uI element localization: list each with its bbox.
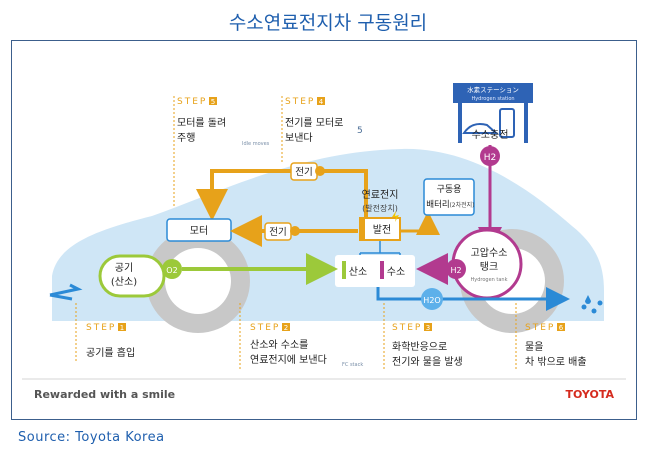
- svg-text:모터를 돌려: 모터를 돌려: [177, 117, 226, 129]
- toyota-logo: TOYOTA: [565, 388, 614, 401]
- svg-text:STEP: STEP: [86, 323, 116, 333]
- water-drops: [581, 295, 603, 314]
- svg-text:구동용: 구동용: [437, 184, 462, 195]
- svg-text:고압수소: 고압수소: [471, 246, 508, 259]
- h2-station-badge: [480, 146, 500, 166]
- svg-text:1: 1: [120, 324, 124, 332]
- svg-text:차 밖으로 배출: 차 밖으로 배출: [525, 356, 587, 368]
- svg-text:3: 3: [426, 324, 430, 332]
- svg-text:발전: 발전: [373, 224, 391, 236]
- svg-text:O2: O2: [166, 266, 177, 275]
- svg-text:4: 4: [319, 98, 324, 106]
- diagram-frame: 水素ステーション Hydrogen station 수소충전 H2 STEP 5…: [11, 40, 637, 420]
- small-number: 5: [357, 126, 363, 136]
- battery-box: [423, 178, 475, 216]
- step-6: STEP 6 물을 차 밖으로 배출: [515, 303, 587, 371]
- step-2: STEP 2 산소와 수소를 연료전지에 보낸다: [239, 303, 327, 371]
- station-label: 수소충전: [472, 129, 509, 141]
- o2-badge: [162, 259, 182, 279]
- svg-text:水素ステーション: 水素ステーション: [467, 85, 519, 94]
- step-5: STEP 5 모터를 돌려 주행: [173, 96, 226, 206]
- svg-text:보낸다: 보낸다: [285, 132, 313, 144]
- fuel-cell-stack: [335, 255, 415, 287]
- h2o-badge: [421, 288, 443, 310]
- svg-text:물을: 물을: [525, 341, 543, 353]
- svg-text:Hydrogen station: Hydrogen station: [471, 96, 514, 102]
- svg-text:6: 6: [559, 324, 564, 332]
- svg-text:STEP: STEP: [250, 323, 280, 333]
- fuel-cell-sub: (발전장치): [362, 203, 398, 213]
- svg-text:2: 2: [284, 324, 288, 332]
- svg-text:배터리: 배터리: [426, 200, 449, 210]
- svg-text:STEP: STEP: [525, 323, 555, 333]
- step-3: STEP 3 화학반응으로 전기와 물을 발생: [383, 303, 463, 371]
- svg-text:STEP: STEP: [392, 323, 422, 333]
- svg-text:탱크: 탱크: [480, 261, 498, 273]
- oxygen-label: 산소: [349, 266, 367, 278]
- svg-text:공기: 공기: [115, 262, 133, 274]
- svg-text:주행: 주행: [177, 132, 195, 144]
- svg-text:산소와 수소를: 산소와 수소를: [250, 339, 308, 351]
- svg-text:H2O: H2O: [423, 296, 440, 305]
- hydrogen-station: 水素ステーション Hydrogen station 수소충전: [453, 83, 533, 143]
- air-intake: [98, 254, 166, 298]
- page-title: 수소연료전지차 구동원리: [228, 12, 428, 34]
- svg-text:STEP: STEP: [285, 97, 315, 107]
- svg-text:전기: 전기: [269, 227, 286, 238]
- front-wheel-hub: [165, 248, 231, 314]
- source-caption: Source: Toyota Korea: [18, 430, 165, 445]
- svg-text:전기를 모터로: 전기를 모터로: [285, 117, 343, 129]
- svg-text:전기: 전기: [295, 167, 312, 178]
- step-1: STEP 1 공기를 흡입: [75, 303, 135, 361]
- stack-note: FC stack: [342, 362, 363, 368]
- footer-tagline: Rewarded with a smile: [34, 388, 175, 401]
- svg-text:(2차전지): (2차전지): [449, 201, 474, 209]
- svg-text:공기를 흡입: 공기를 흡입: [86, 346, 135, 359]
- h2-tank-badge: [446, 259, 466, 279]
- step-4: STEP 4 전기를 모터로 보낸다: [281, 96, 343, 163]
- fcv-diagram: 水素ステーション Hydrogen station 수소충전 H2 STEP 5…: [22, 83, 626, 401]
- svg-text:화학반응으로: 화학반응으로: [392, 341, 447, 353]
- car-underbody: [52, 311, 604, 321]
- svg-text:연료전지에 보낸다: 연료전지에 보낸다: [250, 354, 327, 366]
- svg-text:전기와 물을 발생: 전기와 물을 발생: [392, 356, 463, 368]
- fuel-cell-title: 연료전지: [362, 189, 399, 201]
- svg-text:Hydrogen tank: Hydrogen tank: [471, 277, 508, 283]
- motor-note: Idle moves: [242, 141, 270, 147]
- svg-text:(산소): (산소): [111, 276, 137, 288]
- svg-text:H2: H2: [484, 153, 497, 163]
- svg-text:STEP: STEP: [177, 97, 207, 107]
- svg-text:모터: 모터: [190, 225, 208, 237]
- hydrogen-label: 수소: [387, 266, 405, 278]
- svg-text:H2: H2: [450, 266, 461, 275]
- svg-text:5: 5: [211, 98, 215, 106]
